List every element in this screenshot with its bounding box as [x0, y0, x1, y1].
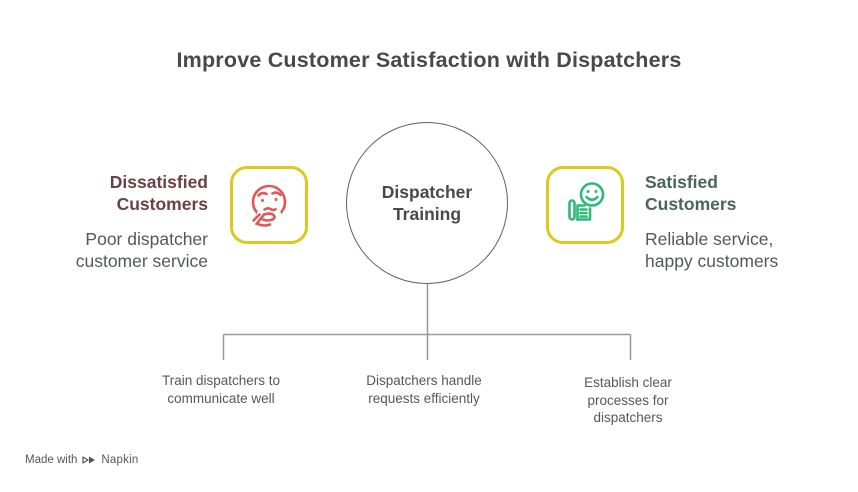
made-with-napkin-badge: Made with Napkin [25, 454, 138, 466]
napkin-brand-text: Napkin [101, 454, 139, 466]
action-label-train-dispatchers: Train dispatchers to communicate well [161, 373, 281, 406]
dissatisfied-icon-box [230, 166, 308, 244]
satisfied-heading: Satisfied Customers [645, 172, 737, 214]
dissatisfied-description: Poor dispatcher customer service [75, 229, 208, 271]
dissatisfied-heading: Dissatisfied Customers [109, 172, 208, 214]
central-node-label: Dispatcher Training [381, 182, 473, 224]
action-label-handle-requests: Dispatchers handle requests efficiently [366, 373, 482, 406]
satisfied-icon-box [546, 166, 624, 244]
worried-face-icon [251, 184, 287, 227]
central-node-dispatcher-training: Dispatcher Training [346, 122, 508, 284]
dissatisfied-customers-block: Dissatisfied Customers Poor dispatcher c… [76, 171, 208, 272]
thumbs-up-smiley-icon [568, 182, 605, 221]
made-with-text: Made with [25, 454, 78, 466]
action-label-establish-processes: Establish clear processes for dispatcher… [584, 375, 672, 425]
satisfied-description: Reliable service, happy customers [645, 229, 779, 271]
page-title: Improve Customer Satisfaction with Dispa… [176, 48, 682, 72]
satisfied-customers-block: Satisfied Customers Reliable service, ha… [645, 171, 778, 272]
napkin-logo-icon [82, 456, 96, 464]
